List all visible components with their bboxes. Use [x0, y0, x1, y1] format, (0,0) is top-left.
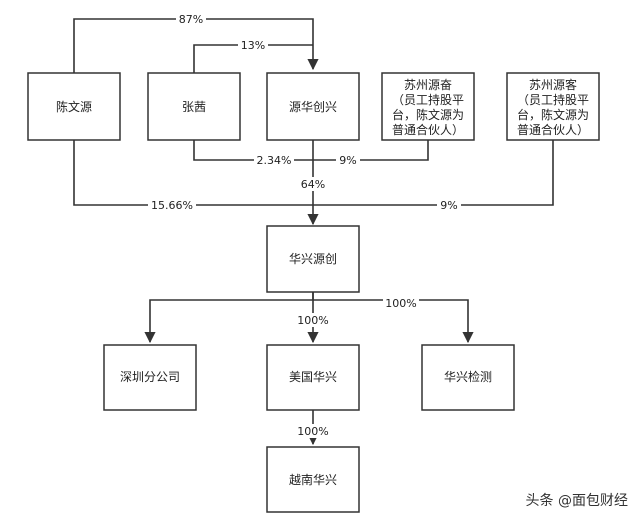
svg-text:源华创兴: 源华创兴	[289, 100, 337, 114]
node-meiguo-huaxing[interactable]: 美国华兴	[266, 344, 360, 411]
svg-text:美国华兴: 美国华兴	[289, 370, 337, 384]
svg-text:（员工持股平: （员工持股平	[517, 92, 589, 107]
edge-label-15-66: 15.66%	[148, 198, 196, 212]
svg-text:15.66%: 15.66%	[151, 199, 193, 212]
edge-zhang-yuanhua	[193, 44, 313, 73]
svg-text:苏州源客: 苏州源客	[529, 77, 577, 92]
svg-text:普通合伙人）: 普通合伙人）	[392, 122, 464, 137]
svg-text:张茜: 张茜	[182, 100, 206, 114]
svg-text:华兴检测: 华兴检测	[444, 369, 492, 384]
node-chen-wenyuan[interactable]: 陈文源	[27, 72, 121, 141]
svg-text:苏州源奋: 苏州源奋	[404, 78, 452, 92]
svg-text:64%: 64%	[301, 178, 325, 191]
svg-text:（员工持股平: （员工持股平	[392, 92, 464, 107]
node-zhang-qian[interactable]: 张茜	[147, 72, 241, 141]
edge-label-100-jc: 100%	[383, 296, 419, 310]
node-huaxing-jiance[interactable]: 华兴检测	[421, 344, 515, 411]
node-yuenan-huaxing[interactable]: 越南华兴	[266, 446, 360, 513]
edge-label-87: 87%	[176, 12, 206, 26]
edge-label-13: 13%	[238, 38, 268, 52]
svg-text:87%: 87%	[179, 13, 203, 26]
svg-text:100%: 100%	[297, 314, 328, 327]
svg-text:2.34%: 2.34%	[257, 154, 292, 167]
edge-hxyc-jc	[313, 299, 474, 344]
edge-chen-hxyc	[73, 140, 313, 206]
svg-text:越南华兴: 越南华兴	[289, 472, 337, 487]
node-shenzhen-branch[interactable]: 深圳分公司	[103, 344, 197, 411]
svg-text:普通合伙人）: 普通合伙人）	[517, 122, 589, 137]
edge-ke-hxyc	[313, 140, 554, 206]
edge-label-100-yn: 100%	[295, 424, 331, 438]
edge-zhang-hxyc	[193, 140, 313, 161]
svg-text:深圳分公司: 深圳分公司	[120, 370, 180, 384]
svg-text:台，陈文源为: 台，陈文源为	[517, 107, 589, 122]
edge-label-9-fen: 9%	[336, 153, 360, 167]
node-suzhou-yuanke[interactable]: 苏州源客 （员工持股平 台，陈文源为 普通合伙人）	[506, 72, 600, 141]
svg-text:9%: 9%	[440, 199, 457, 212]
svg-text:华兴源创: 华兴源创	[289, 252, 337, 266]
node-huaxing-yuanchuang[interactable]: 华兴源创	[266, 225, 360, 293]
node-yuanhua-chuangxing[interactable]: 源华创兴	[266, 72, 360, 141]
svg-text:台，陈文源为: 台，陈文源为	[392, 107, 464, 122]
edge-label-64: 64%	[297, 177, 329, 191]
node-suzhou-yuanfen[interactable]: 苏州源奋 （员工持股平 台，陈文源为 普通合伙人）	[381, 72, 475, 141]
edge-fen-hxyc	[313, 140, 429, 161]
svg-text:100%: 100%	[297, 425, 328, 438]
watermark-text: 头条 @面包财经	[526, 492, 628, 509]
svg-text:13%: 13%	[241, 39, 265, 52]
edge-label-2-34: 2.34%	[254, 153, 294, 167]
edge-hxyc-sz	[144, 292, 314, 344]
edge-label-100-mg: 100%	[295, 313, 331, 327]
edge-label-9-ke: 9%	[437, 198, 461, 212]
svg-text:100%: 100%	[385, 297, 416, 310]
svg-text:陈文源: 陈文源	[56, 99, 92, 114]
svg-text:9%: 9%	[339, 154, 356, 167]
